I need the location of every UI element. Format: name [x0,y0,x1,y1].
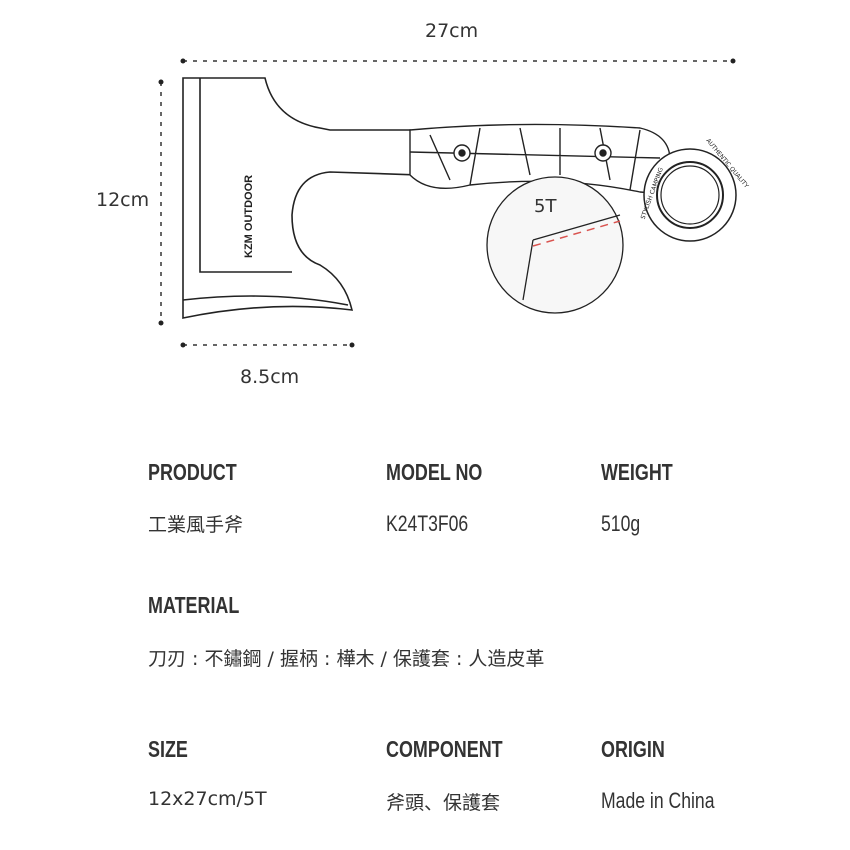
brand-logo-text: KZM OUTDOOR [243,174,255,258]
component-value: 斧頭、保護套 [386,792,501,814]
weight-label: WEIGHT [601,459,673,485]
size-label: SIZE [148,736,188,762]
thickness-label: 5T [534,196,557,217]
lanyard-ring [643,148,737,242]
weight-value: 510g [601,511,641,536]
thickness-detail [486,176,624,314]
product-value: 工業風手斧 [148,514,244,536]
material-label: MATERIAL [148,592,240,618]
origin-value: Made in China [601,788,715,813]
model-label: MODEL NO [386,459,483,485]
axe-handle [409,123,671,193]
head-width-dimension-label: 8.5cm [240,366,300,388]
width-dimension-label: 27cm [425,20,479,42]
axe-head [182,77,422,319]
size-value: 12x27cm/5T [148,788,267,810]
dimension-lines [160,60,733,346]
material-value: 刀刃 : 不鏽鋼 / 握柄 : 樺木 / 保護套 : 人造皮革 [148,648,545,670]
height-dimension-label: 12cm [96,189,150,211]
product-label: PRODUCT [148,459,237,485]
model-value: K24T3F06 [386,511,469,536]
origin-label: ORIGIN [601,736,665,762]
component-label: COMPONENT [386,736,503,762]
